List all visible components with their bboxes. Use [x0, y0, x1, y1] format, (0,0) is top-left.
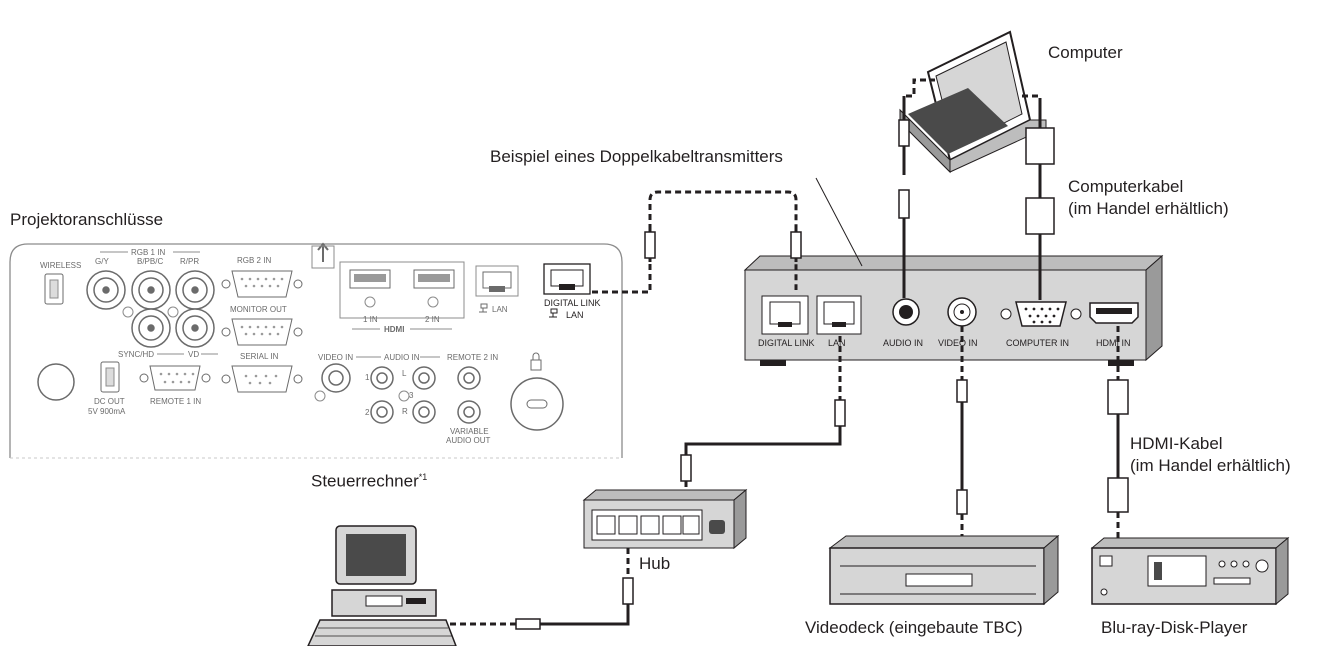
- svg-text:DC OUT: DC OUT: [94, 397, 125, 406]
- svg-text:AUDIO IN: AUDIO IN: [384, 353, 420, 362]
- svg-text:LAN: LAN: [492, 305, 508, 314]
- video-deck: [828, 534, 1060, 606]
- hub-label: Hub: [639, 554, 671, 573]
- transmitter-example-label: Beispiel eines Doppelkabeltransmitters: [490, 147, 783, 166]
- hdmi-ports: 1 IN 2 IN HDMI: [311, 242, 465, 334]
- laptop: [899, 30, 1047, 174]
- projector-connectors-label: Projektoranschlüsse: [10, 210, 164, 229]
- svg-text:VIDEO IN: VIDEO IN: [938, 338, 978, 348]
- svg-text:HDMI: HDMI: [384, 325, 404, 334]
- svg-text:SERIAL IN: SERIAL IN: [240, 352, 279, 361]
- svg-text:1 IN: 1 IN: [363, 315, 378, 324]
- av-ports: VIDEO IN AUDIO IN REMOTE 2 IN 1 2 3 L R …: [314, 353, 498, 445]
- wireless-port: WIRELESS: [40, 261, 81, 305]
- svg-text:DIGITAL LINK: DIGITAL LINK: [758, 338, 815, 348]
- svg-text:B/PB/C: B/PB/C: [137, 257, 163, 266]
- svg-text:AUDIO IN: AUDIO IN: [883, 338, 923, 348]
- svg-text:RGB 1 IN: RGB 1 IN: [131, 248, 165, 257]
- dsub-ports: RGB 2 IN MONITOR OUT SERIAL IN: [221, 256, 303, 393]
- svg-text:5V 900mA: 5V 900mA: [88, 407, 126, 416]
- security-slot: [510, 352, 564, 431]
- svg-text:G/Y: G/Y: [95, 257, 109, 266]
- transmitter-box: DIGITAL LINK LAN AUDIO IN VIDEO IN COMPU…: [743, 254, 1164, 366]
- svg-text:REMOTE 1 IN: REMOTE 1 IN: [150, 397, 201, 406]
- cables: [432, 78, 1129, 630]
- svg-text:VD: VD: [188, 350, 199, 359]
- svg-text:HDMI IN: HDMI IN: [1096, 338, 1131, 348]
- svg-text:WIRELESS: WIRELESS: [40, 261, 81, 270]
- hdmi-cable-note: (im Handel erhältlich): [1130, 456, 1291, 475]
- svg-text:RGB 2 IN: RGB 2 IN: [237, 256, 271, 265]
- video-deck-label: Videodeck (eingebaute TBC): [805, 618, 1023, 637]
- computer-cable-label: Computerkabel: [1068, 177, 1184, 196]
- svg-text:2 IN: 2 IN: [425, 315, 440, 324]
- svg-text:DIGITAL LINK: DIGITAL LINK: [544, 298, 601, 308]
- svg-text:3: 3: [409, 391, 414, 400]
- svg-text:COMPUTER IN: COMPUTER IN: [1006, 338, 1069, 348]
- hdmi-cable-label: HDMI-Kabel: [1130, 434, 1223, 453]
- svg-text:VIDEO IN: VIDEO IN: [318, 353, 353, 362]
- svg-text:L: L: [402, 369, 407, 378]
- svg-text:2: 2: [365, 408, 370, 417]
- rgb1-in-ports: RGB 1 IN G/Y B/PB/C R/PR SYNC/HD VD: [86, 248, 218, 359]
- svg-text:LAN: LAN: [566, 310, 584, 320]
- svg-text:AUDIO OUT: AUDIO OUT: [446, 436, 491, 445]
- computer-cable-note: (im Handel erhältlich): [1068, 199, 1229, 218]
- svg-text:R: R: [402, 407, 408, 416]
- control-computer-label: Steuerrechner*1: [311, 467, 427, 492]
- svg-text:REMOTE 2 IN: REMOTE 2 IN: [447, 353, 498, 362]
- dc-out-port: DC OUT 5V 900mA: [37, 361, 126, 416]
- svg-text:VARIABLE: VARIABLE: [450, 427, 489, 436]
- digital-link-port: DIGITAL LINK LAN: [543, 263, 601, 320]
- computer-label: Computer: [1048, 43, 1123, 62]
- svg-text:SYNC/HD: SYNC/HD: [118, 350, 154, 359]
- svg-text:LAN: LAN: [828, 338, 846, 348]
- lan-port: LAN: [475, 265, 519, 314]
- svg-text:1: 1: [365, 373, 370, 382]
- footnote-marker: *1: [418, 472, 428, 482]
- remote1-port: REMOTE 1 IN: [139, 365, 211, 406]
- desktop-computer: [306, 525, 458, 647]
- hub: [582, 488, 748, 550]
- projector-panel: WIRELESS RGB 1 IN G/Y B/PB/C R/PR SYNC/H…: [9, 242, 623, 459]
- bluray-player: [1090, 536, 1290, 606]
- control-computer-text: Steuerrechner: [311, 471, 419, 491]
- svg-text:MONITOR OUT: MONITOR OUT: [230, 305, 287, 314]
- svg-text:R/PR: R/PR: [180, 257, 199, 266]
- transmitter-leader: [815, 177, 863, 267]
- bluray-player-label: Blu-ray-Disk-Player: [1101, 618, 1248, 637]
